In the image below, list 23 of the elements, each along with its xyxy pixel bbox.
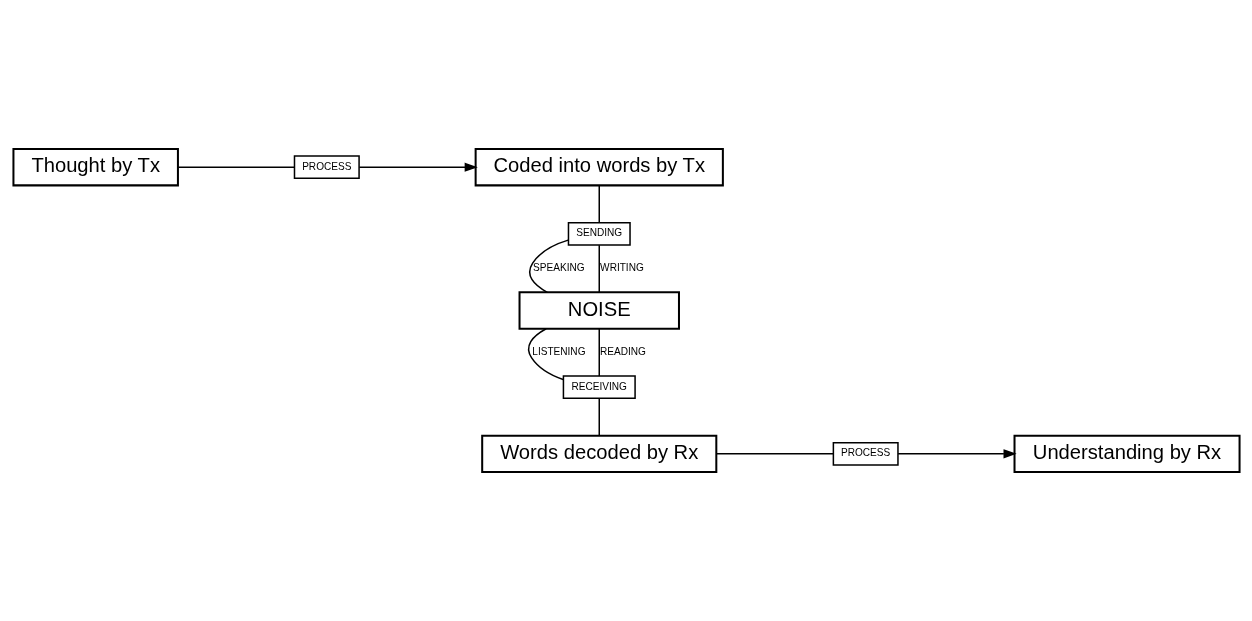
node-box: NOISE (518, 291, 680, 330)
node-box: PROCESS (293, 155, 360, 180)
arrow (358, 162, 478, 172)
connector (715, 453, 834, 455)
connector (528, 239, 569, 294)
edge-label: WRITING (599, 262, 644, 274)
connector (177, 166, 295, 168)
connector (527, 328, 564, 381)
arrow (896, 449, 1017, 459)
connector (598, 244, 600, 294)
node-box: Understanding by Rx (1013, 434, 1241, 473)
node-box: RECEIVING (562, 375, 636, 400)
node-box: Words decoded by Rx (480, 434, 717, 473)
node-box: PROCESS (832, 441, 899, 466)
edge-label: READING (599, 345, 646, 357)
connector (598, 184, 600, 224)
connector (598, 397, 600, 437)
edge-label: LISTENING (531, 345, 585, 357)
node-box: Coded into words by Tx (474, 148, 724, 187)
connector (598, 328, 600, 377)
node-box: SENDING (567, 221, 631, 246)
node-box: Thought by Tx (11, 148, 179, 187)
edge-label: SPEAKING (532, 262, 585, 274)
